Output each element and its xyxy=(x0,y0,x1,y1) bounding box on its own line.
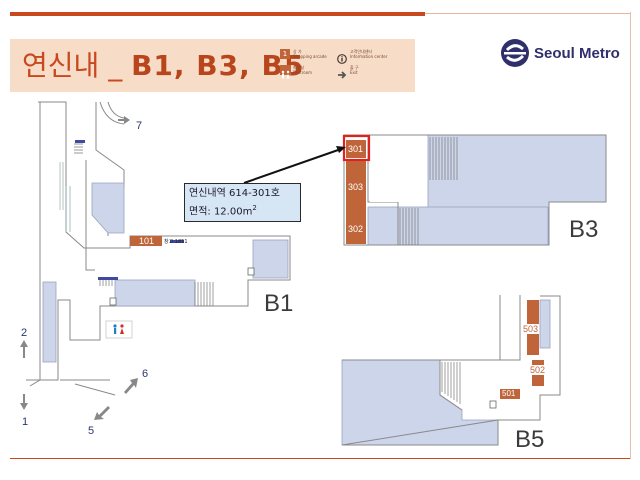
floor-label-b3: B3 xyxy=(569,216,599,243)
floor-label-b1: B1 xyxy=(264,290,294,317)
store-303 xyxy=(346,160,366,206)
page-title: 연신내 _ B1, B3, B5 xyxy=(22,50,304,82)
store-501 xyxy=(500,389,520,399)
exit-2-arrow-icon xyxy=(20,340,28,358)
b5-stairs xyxy=(441,362,461,404)
exit-7-label: 5 xyxy=(88,425,95,437)
store-503-label: 503 xyxy=(522,324,540,334)
b1-gate-c xyxy=(170,240,184,243)
b1-room-mid xyxy=(114,279,196,307)
store-502-label: 502 xyxy=(529,365,547,375)
callout-area: 면적: 12.00m2 xyxy=(189,201,300,219)
store-info-callout: 연신내역 614-301호 면적: 12.00m2 xyxy=(184,183,301,222)
callout-leader xyxy=(243,148,342,184)
store-302 xyxy=(346,206,366,244)
b3-outline xyxy=(343,134,607,246)
information-icon xyxy=(337,49,347,64)
seoul-metro-logo-icon xyxy=(500,38,530,72)
callout-arrowhead xyxy=(336,146,346,153)
b5-room-right xyxy=(539,299,551,349)
legend-info: 고객안내센터 Information center xyxy=(350,49,387,59)
brand-name: Seoul Metro xyxy=(534,45,620,62)
legend-exit-en: Exit xyxy=(350,70,358,75)
b1-restroom-icon xyxy=(105,320,133,339)
b1-stairs-b xyxy=(99,280,113,286)
shopping-icon: 1 xyxy=(280,49,290,59)
title-band xyxy=(10,39,415,92)
legend-shopping-ko: 상 가 xyxy=(293,49,302,54)
legend-info-en: Information center xyxy=(350,54,388,59)
exit-2-label: 2 xyxy=(21,327,28,339)
exit-arrow-icon xyxy=(337,65,348,79)
legend-restroom: 화장실 Restroom xyxy=(293,65,312,75)
exit-6-label: 6 xyxy=(142,368,149,380)
b5-small-box xyxy=(489,400,497,409)
right-rule xyxy=(630,12,631,459)
b1-stairs-d xyxy=(59,162,64,210)
header-bar xyxy=(10,12,425,16)
callout-store-id: 연신내역 614-301호 xyxy=(189,188,280,199)
header-bar-thin xyxy=(425,13,630,14)
store-101 xyxy=(130,236,162,246)
b1-gate-a xyxy=(75,140,85,143)
exit-6-arrow-icon xyxy=(124,378,138,394)
exit-1-arrow-icon xyxy=(20,394,28,410)
restroom-icon xyxy=(280,65,291,79)
floor-label-b5: B5 xyxy=(515,426,545,453)
callout-area-unit-sup: 2 xyxy=(252,204,257,212)
b3-stairs-b xyxy=(399,208,419,245)
b1-stairs-a xyxy=(194,282,214,306)
b1-stairs-c xyxy=(74,143,83,154)
b1-escalator-left xyxy=(65,186,71,232)
store-301-label: 301 xyxy=(348,144,364,154)
b1-room-right xyxy=(252,239,289,279)
b1-small-box-b xyxy=(109,297,117,306)
title-floors: B1, B3, B5 xyxy=(131,49,305,82)
b3-stairs-a xyxy=(429,137,458,180)
store-101-note: 창고 1851 xyxy=(164,239,188,245)
store-301 xyxy=(346,140,366,158)
legend-restroom-ko: 화장실 xyxy=(293,65,305,70)
legend-exit: 출 구 Exit xyxy=(350,65,359,75)
legend: 1 상 가 Shopping arcade 화장실 Restroom 고객안내센… xyxy=(280,49,410,87)
exit-5-label: 7 xyxy=(136,120,143,132)
b1-gate-b xyxy=(98,277,118,280)
store-303-label: 303 xyxy=(348,182,364,192)
b1-small-box-a xyxy=(247,267,255,276)
legend-restroom-en: Restroom xyxy=(293,70,313,75)
station-name: 연신내 xyxy=(22,49,100,82)
exit-7-arrow-icon xyxy=(94,406,110,420)
b1-room-left xyxy=(42,281,57,363)
b1-room-upper xyxy=(91,182,125,234)
callout-area-text: 면적: 12.00m xyxy=(189,206,253,218)
b3-room-bottom xyxy=(367,206,549,246)
footer-rule xyxy=(10,458,630,459)
store-302-label: 302 xyxy=(348,224,364,234)
exit-5-arrow-icon xyxy=(118,116,130,124)
b1-exit5-curve xyxy=(99,101,125,125)
exit-1-label: 1 xyxy=(22,416,29,428)
title-separator: _ xyxy=(108,49,123,82)
b1-exit5-curve2 xyxy=(107,101,125,119)
legend-shopping: 상 가 Shopping arcade xyxy=(293,49,327,59)
legend-info-ko: 고객안내센터 xyxy=(350,49,373,54)
b1-outline xyxy=(38,101,291,381)
store-101-label: 101 xyxy=(139,236,155,246)
shopping-code: 1 xyxy=(282,50,288,58)
store-501-label: 501 xyxy=(502,389,516,398)
legend-exit-ko: 출 구 xyxy=(350,65,359,70)
legend-shopping-en: Shopping arcade xyxy=(293,54,327,59)
